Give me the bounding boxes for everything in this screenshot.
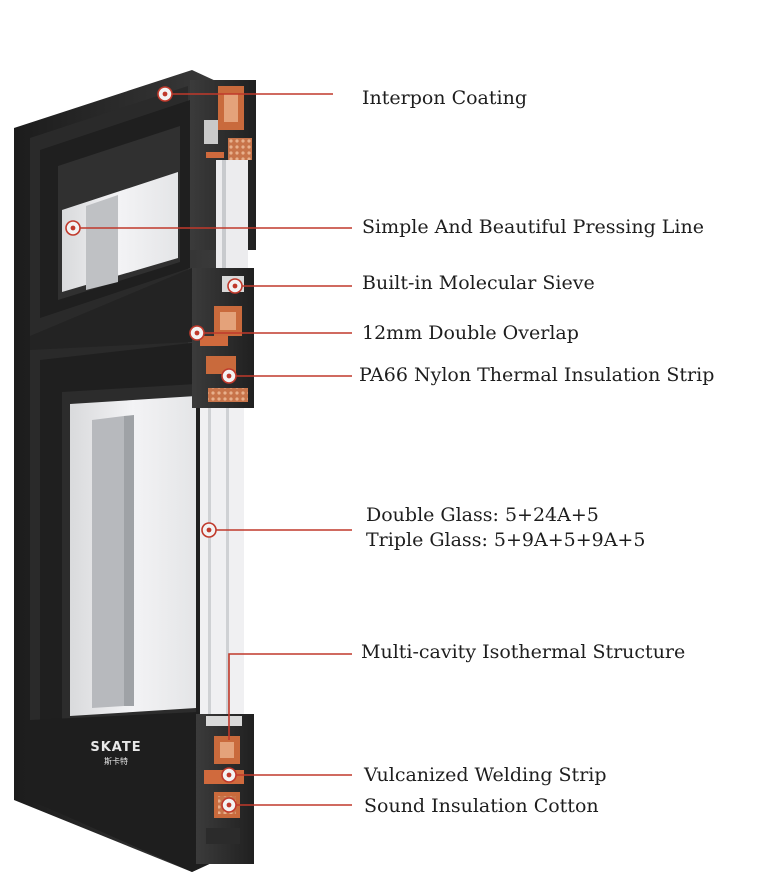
callout-double-glass: Double Glass: 5+24A+5 [366, 504, 599, 526]
callout-pressing-line: Simple And Beautiful Pressing Line [362, 216, 704, 238]
callout-interpon-coating: Interpon Coating [362, 87, 527, 109]
callout-sound-insulation: Sound Insulation Cotton [364, 795, 599, 817]
outer-frame [14, 70, 218, 872]
callout-triple-glass: Triple Glass: 5+9A+5+9A+5 [366, 529, 646, 551]
callout-molecular-sieve: Built-in Molecular Sieve [362, 272, 595, 294]
leader-line-isothermal-structure [228, 653, 352, 740]
brand-logo-subtext: 斯卡特 [104, 757, 128, 766]
leader-lines [65, 86, 352, 813]
callout-nylon-strip: PA66 Nylon Thermal Insulation Strip [359, 364, 715, 386]
brand-logo-text: SKATE [90, 740, 142, 755]
callout-double-overlap: 12mm Double Overlap [362, 322, 579, 344]
callout-isothermal-structure: Multi-cavity Isothermal Structure [361, 641, 686, 663]
brand-logo: SKATE 斯卡特 [86, 740, 146, 767]
callout-welding-strip: Vulcanized Welding Strip [364, 764, 607, 786]
